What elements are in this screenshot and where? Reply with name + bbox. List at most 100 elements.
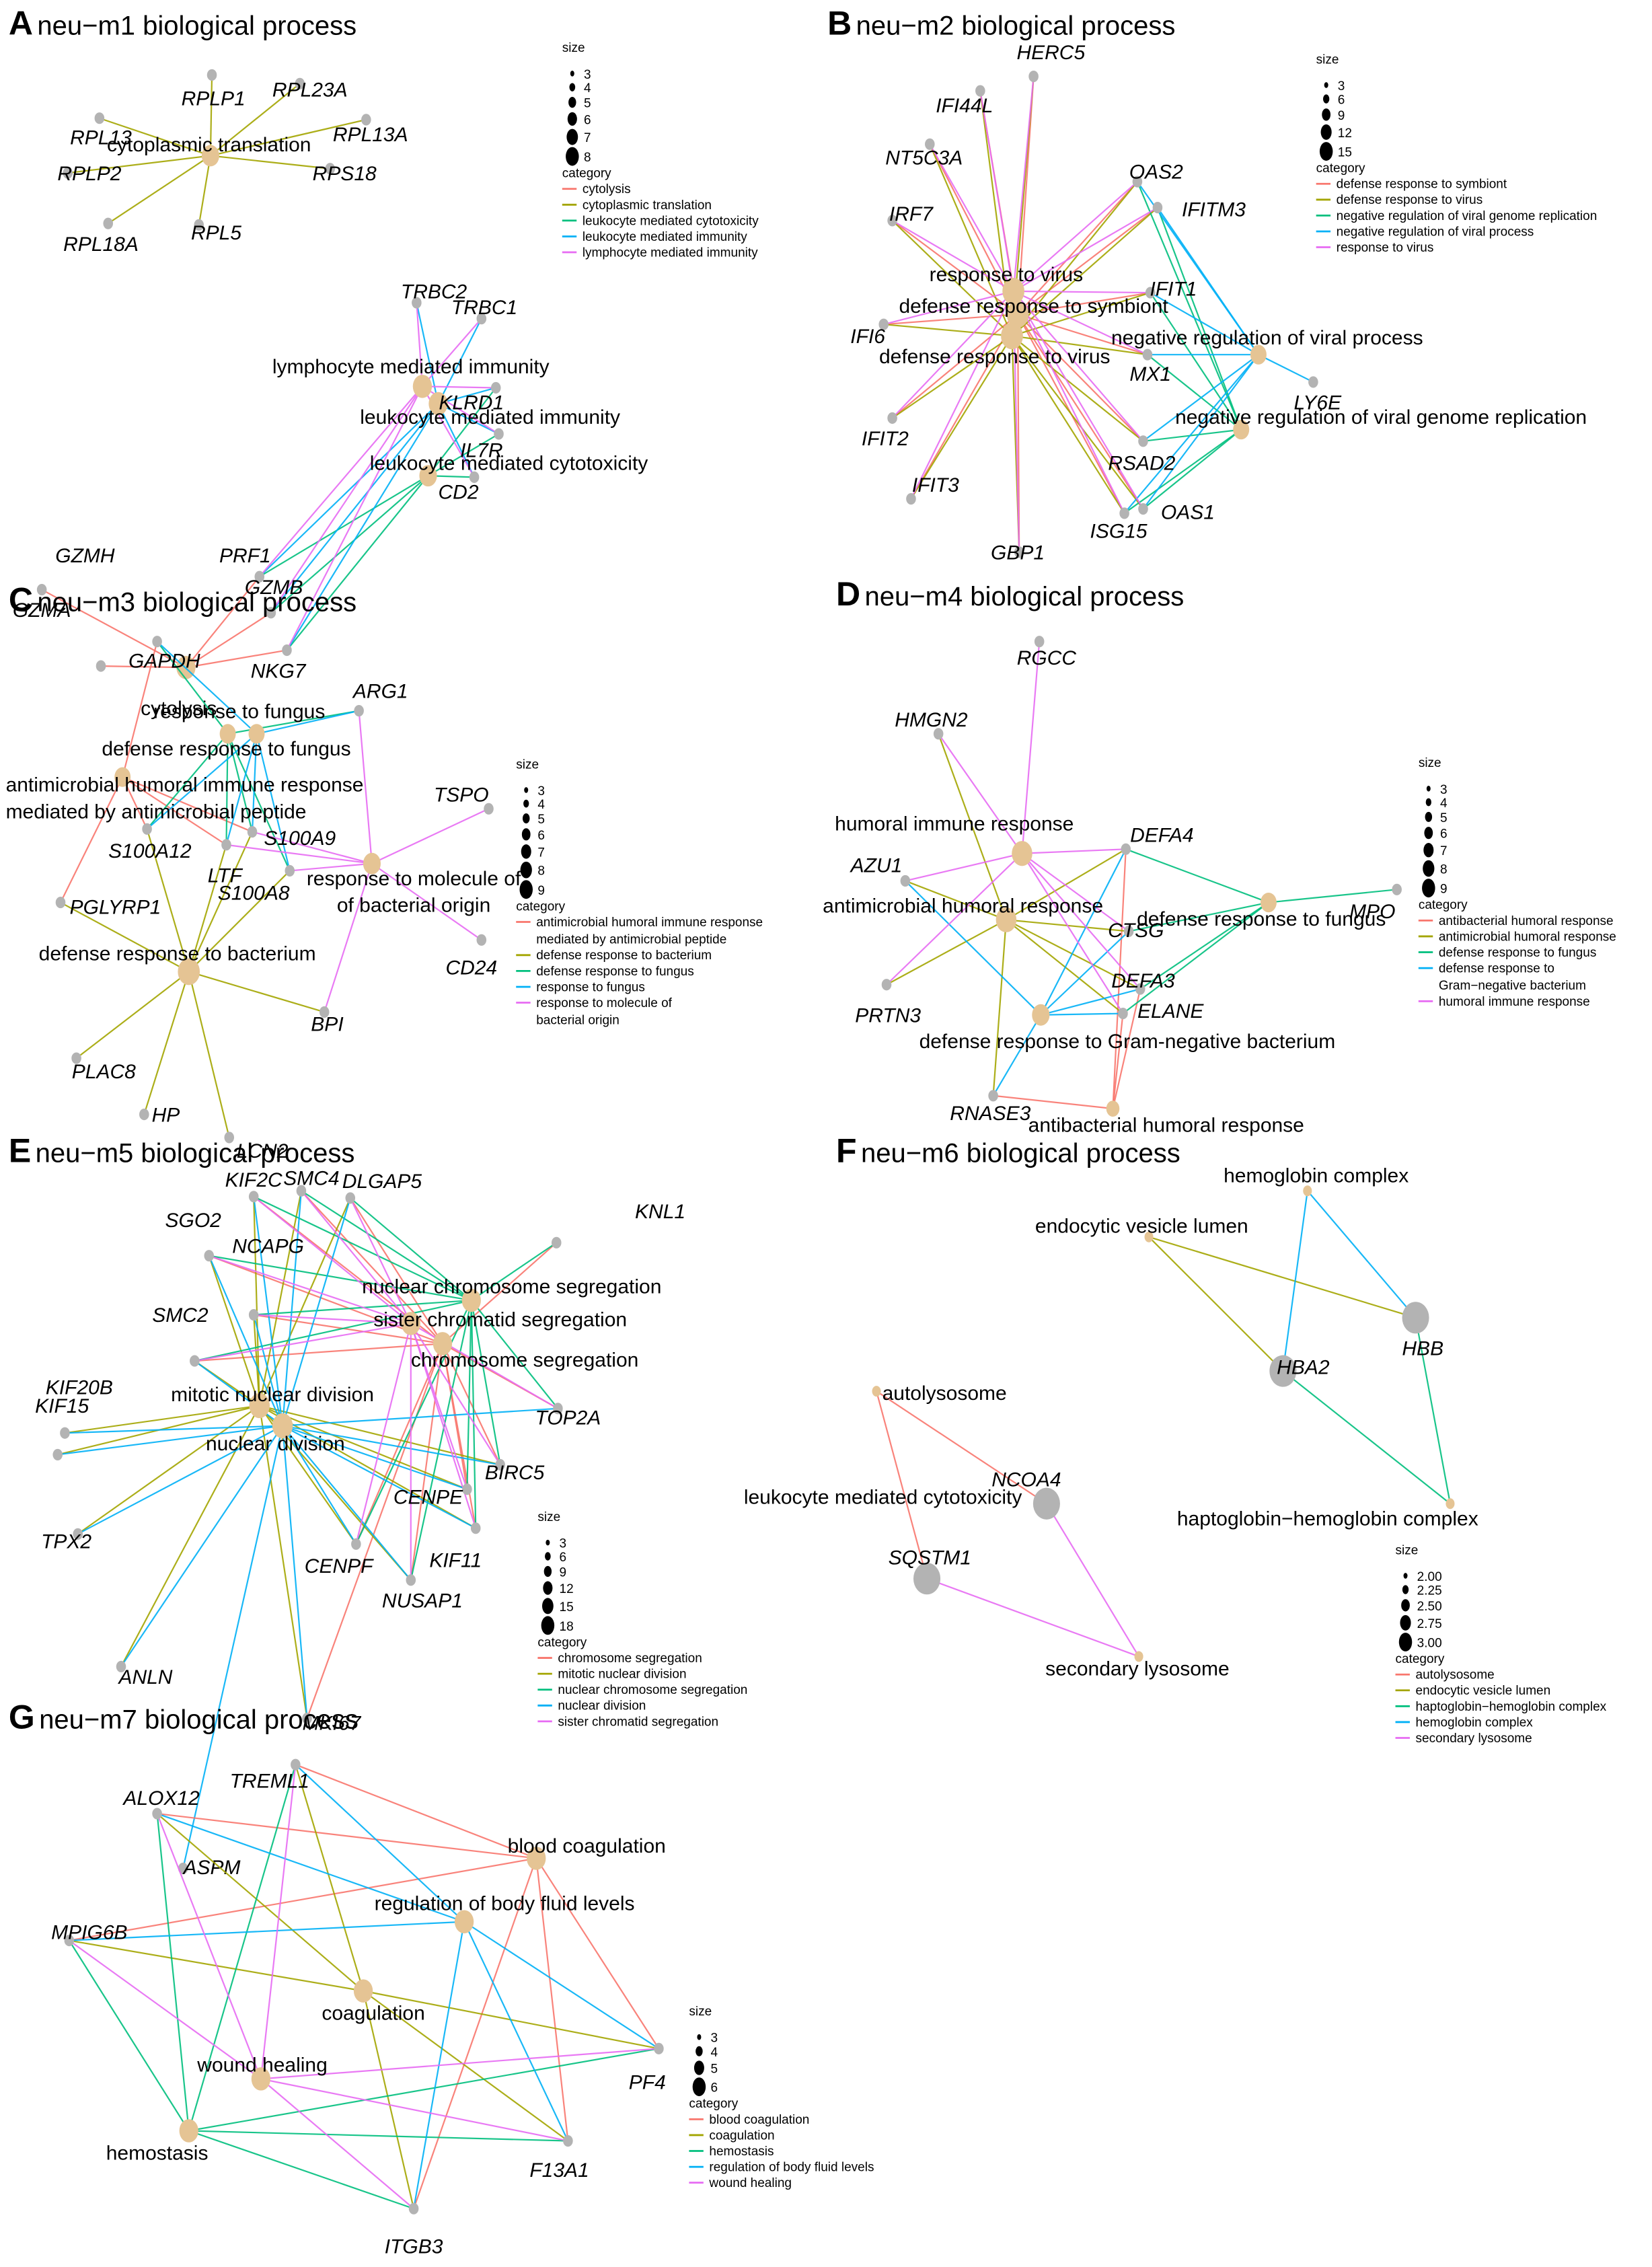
category-node-antibacterial-humoral-response[interactable]	[1106, 1101, 1120, 1117]
gene-node-hp[interactable]	[139, 1109, 149, 1121]
category-node-response-to-virus[interactable]	[1002, 277, 1024, 305]
gene-node-cd24[interactable]	[476, 934, 487, 946]
category-node-hemoglobin-complex[interactable]	[1303, 1185, 1312, 1197]
category-node-autolysosome[interactable]	[872, 1386, 881, 1397]
category-node-humoral-immune-response[interactable]	[1012, 841, 1032, 866]
gene-node-rpl18a[interactable]	[103, 217, 114, 229]
gene-node-hmgn2[interactable]	[933, 728, 944, 740]
gene-node-s100a8[interactable]	[285, 864, 295, 877]
category-node-defense-response-to-fungus[interactable]	[219, 724, 236, 744]
gene-node-tpx2[interactable]	[73, 1528, 83, 1540]
gene-node-cenpe[interactable]	[462, 1483, 472, 1495]
gene-node-ifit1[interactable]	[1145, 287, 1156, 299]
category-node-defense-response-to-bacterium[interactable]	[178, 958, 200, 986]
gene-node-s100a12[interactable]	[142, 823, 152, 835]
category-node-defense-response-to-virus[interactable]	[1001, 322, 1023, 350]
gene-node-ifi44l[interactable]	[975, 85, 985, 97]
gene-node-ctsg[interactable]	[1123, 925, 1134, 938]
gene-node-rpl13a[interactable]	[361, 114, 371, 126]
gene-node-sgo2[interactable]	[204, 1250, 215, 1262]
category-node-antimicrobial-humoral-immune-response-mediated-by-antimicrobial-peptide[interactable]	[114, 767, 131, 787]
gene-node-gzmh[interactable]	[96, 660, 106, 672]
category-node-secondary-lysosome[interactable]	[1134, 1651, 1143, 1662]
gene-node-cd2[interactable]	[469, 471, 480, 483]
gene-node-rpl23a[interactable]	[295, 77, 305, 89]
category-node-nuclear-chromosome-segregation[interactable]	[461, 1288, 481, 1312]
gene-node-oas2[interactable]	[1132, 176, 1143, 188]
gene-node-cenpf[interactable]	[351, 1538, 361, 1550]
gene-node-arg1[interactable]	[354, 704, 364, 717]
gene-node-s100a9[interactable]	[247, 826, 258, 838]
gene-node-bpi[interactable]	[319, 1006, 330, 1018]
gene-node-treml1[interactable]	[291, 1758, 301, 1771]
gene-node-isg15[interactable]	[1119, 507, 1129, 519]
gene-node-itgb3[interactable]	[408, 2202, 419, 2215]
category-node-hemostasis[interactable]	[179, 2119, 198, 2143]
category-node-leukocyte-mediated-cytotoxicity[interactable]	[419, 465, 437, 487]
category-node-coagulation[interactable]	[353, 1979, 373, 2003]
gene-node-smc4[interactable]	[296, 1185, 307, 1197]
gene-node-il7r[interactable]	[494, 428, 504, 440]
gene-node-hba2[interactable]	[1269, 1355, 1297, 1387]
gene-node-rps18[interactable]	[325, 163, 336, 175]
gene-node-gzmb[interactable]	[266, 607, 276, 619]
category-node-defense-response-to-fungus[interactable]	[1260, 892, 1277, 913]
gene-node-ifit2[interactable]	[887, 412, 897, 424]
category-node-chromosome-segregation[interactable]	[433, 1332, 453, 1355]
gene-node-kif2c[interactable]	[248, 1191, 259, 1203]
gene-node-knl1[interactable]	[551, 1236, 562, 1249]
gene-node-defa4[interactable]	[1121, 843, 1131, 855]
gene-node-alox12[interactable]	[152, 1808, 162, 1820]
category-node-cytoplasmic-translation[interactable]	[201, 145, 219, 167]
gene-node-trbc1[interactable]	[476, 313, 487, 325]
category-node-lymphocyte-mediated-immunity[interactable]	[412, 375, 433, 398]
gene-node-defa3[interactable]	[1135, 983, 1146, 995]
category-node-blood-coagulation[interactable]	[527, 1847, 546, 1870]
gene-node-aspm[interactable]	[178, 1862, 188, 1875]
gene-node-nt5c3a[interactable]	[925, 138, 935, 150]
category-node-response-to-fungus[interactable]	[248, 724, 265, 744]
category-node-defense-response-to-symbiont[interactable]	[1006, 301, 1029, 328]
category-node-negative-regulation-of-viral-process[interactable]	[1250, 344, 1267, 365]
category-node-antimicrobial-humoral-response[interactable]	[996, 907, 1017, 932]
gene-node-tspo[interactable]	[484, 803, 494, 815]
category-node-sister-chromatid-segregation[interactable]	[401, 1312, 420, 1335]
gene-node-ifi6[interactable]	[878, 318, 889, 330]
gene-node-nusap1[interactable]	[406, 1574, 416, 1586]
category-node-wound-healing[interactable]	[251, 2067, 271, 2091]
category-node-haptoglobin-hemoglobin-complex[interactable]	[1446, 1498, 1455, 1510]
gene-node-mpo[interactable]	[1392, 883, 1402, 895]
gene-node-mki67[interactable]	[302, 1713, 312, 1725]
gene-node-herc5[interactable]	[1028, 71, 1039, 83]
category-node-endocytic-vesicle-lumen[interactable]	[1144, 1231, 1154, 1242]
gene-node-rpl5[interactable]	[194, 219, 204, 231]
gene-node-ltf[interactable]	[221, 839, 231, 851]
gene-node-oas1[interactable]	[1138, 503, 1148, 515]
category-node-regulation-of-body-fluid-levels[interactable]	[454, 1910, 474, 1934]
gene-node-prtn3[interactable]	[881, 979, 892, 991]
category-node-defense-response-to-gram-negative-bacterium[interactable]	[1032, 1004, 1050, 1026]
category-node-nuclear-division[interactable]	[272, 1413, 293, 1439]
gene-node-elane[interactable]	[1118, 1008, 1128, 1020]
gene-node-pglyrp1[interactable]	[55, 897, 66, 909]
gene-node-lcn2[interactable]	[224, 1131, 235, 1144]
gene-node-rplp1[interactable]	[206, 69, 217, 81]
gene-node-azu1[interactable]	[900, 875, 911, 887]
gene-node-f13a1[interactable]	[563, 2134, 573, 2147]
category-node-leukocyte-mediated-immunity[interactable]	[428, 392, 448, 416]
gene-node-sqstm1[interactable]	[913, 1563, 941, 1595]
category-node-response-to-molecule-of-bacterial-origin[interactable]	[363, 852, 381, 875]
gene-node-plac8[interactable]	[71, 1052, 81, 1064]
gene-node-ifitm3[interactable]	[1152, 202, 1163, 214]
gene-node-gbp1[interactable]	[1014, 546, 1024, 558]
category-node-mitotic-nuclear-division[interactable]	[249, 1392, 270, 1419]
gene-node-kif11[interactable]	[470, 1522, 481, 1534]
gene-node-mx1[interactable]	[1142, 348, 1153, 361]
gene-node-rplp2[interactable]	[63, 167, 73, 179]
gene-node-irf7[interactable]	[887, 215, 897, 227]
gene-node-smc2[interactable]	[190, 1355, 200, 1367]
gene-node-prf1[interactable]	[254, 570, 265, 583]
gene-node-ly6e[interactable]	[1308, 376, 1318, 388]
gene-node-ifit3[interactable]	[906, 492, 916, 505]
gene-node-anln[interactable]	[116, 1660, 126, 1673]
